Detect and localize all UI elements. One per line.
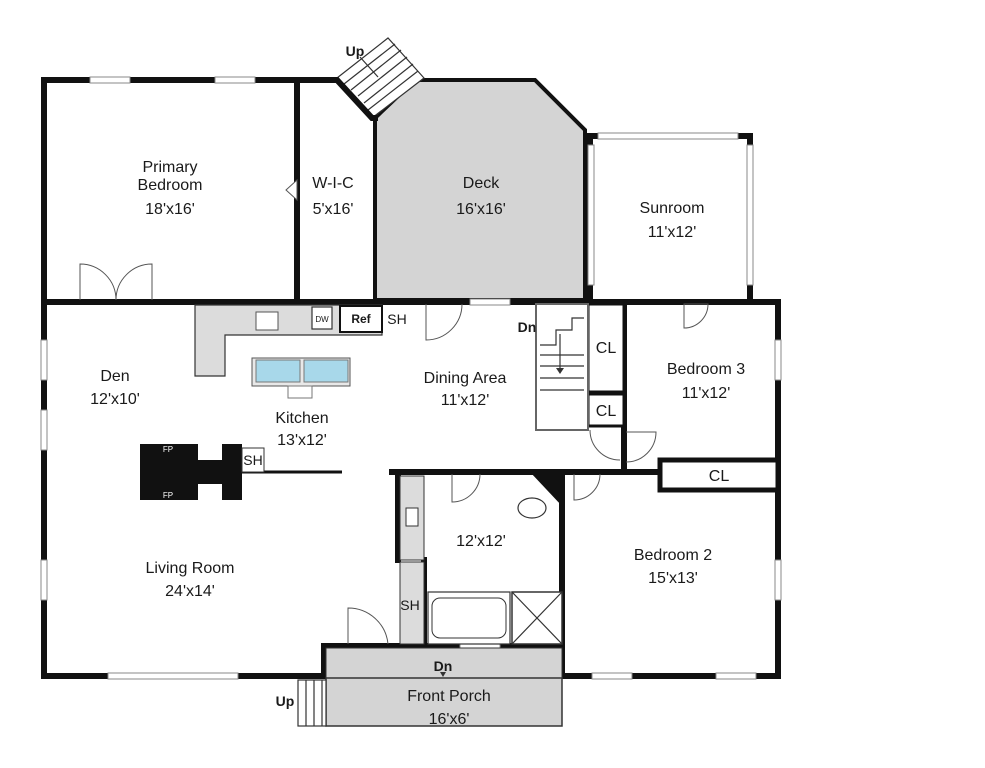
porch-size: 16'x6' xyxy=(429,711,470,728)
dining-size: 11'x12' xyxy=(441,392,490,409)
fireplace xyxy=(140,444,265,500)
shower-bath-label: SH xyxy=(400,597,419,613)
stairs-down-label: Dn xyxy=(518,319,537,335)
porch-down-label: Dn xyxy=(434,658,453,674)
primary-bedroom-name2: Bedroom xyxy=(138,177,203,194)
kitchen-size: 13'x12' xyxy=(277,432,327,449)
bedroom3-size: 11'x12' xyxy=(682,385,731,402)
den-size: 12'x10' xyxy=(90,391,140,408)
bathroom-fixtures xyxy=(399,472,563,645)
doors xyxy=(79,178,709,645)
fireplace-label-bottom: FP xyxy=(163,491,173,500)
primary-bedroom-name1: Primary xyxy=(142,159,197,176)
closet-label-1: CL xyxy=(596,340,617,357)
dining-name: Dining Area xyxy=(424,370,507,387)
sunroom-size: 11'x12' xyxy=(648,224,697,241)
shower-kitchen-label: SH xyxy=(387,311,406,327)
refrigerator-label: Ref xyxy=(351,312,371,326)
closet-label-3: CL xyxy=(709,468,730,485)
porch-up-label: Up xyxy=(276,693,295,709)
closet-label-2: CL xyxy=(596,403,617,420)
wic-name: W-I-C xyxy=(312,175,353,192)
kitchen-counters xyxy=(194,304,383,377)
stairs-down-interior xyxy=(535,303,589,431)
front-porch xyxy=(297,647,563,727)
bedroom2-name: Bedroom 2 xyxy=(634,547,712,564)
bedroom2-size: 15'x13' xyxy=(648,570,698,587)
shower-fireplace-label: SH xyxy=(243,452,262,468)
living-room-name: Living Room xyxy=(146,560,235,577)
deck-name: Deck xyxy=(463,175,500,192)
fireplace-label-top: FP xyxy=(163,445,173,454)
living-room-size: 24'x14' xyxy=(165,583,215,600)
kitchen-name: Kitchen xyxy=(275,410,328,427)
kitchen-island xyxy=(251,357,351,399)
windows xyxy=(40,76,782,680)
sunroom-name: Sunroom xyxy=(640,200,705,217)
primary-bedroom-size: 18'x16' xyxy=(145,201,195,218)
stairs-up-label: Up xyxy=(346,43,365,59)
den-name: Den xyxy=(100,368,129,385)
deck-size: 16'x16' xyxy=(456,201,506,218)
bedroom3-name: Bedroom 3 xyxy=(667,361,745,378)
porch-name: Front Porch xyxy=(407,688,491,705)
dishwasher-label: DW xyxy=(315,315,329,324)
bath-size: 12'x12' xyxy=(456,533,506,550)
wic-size: 5'x16' xyxy=(313,201,354,218)
